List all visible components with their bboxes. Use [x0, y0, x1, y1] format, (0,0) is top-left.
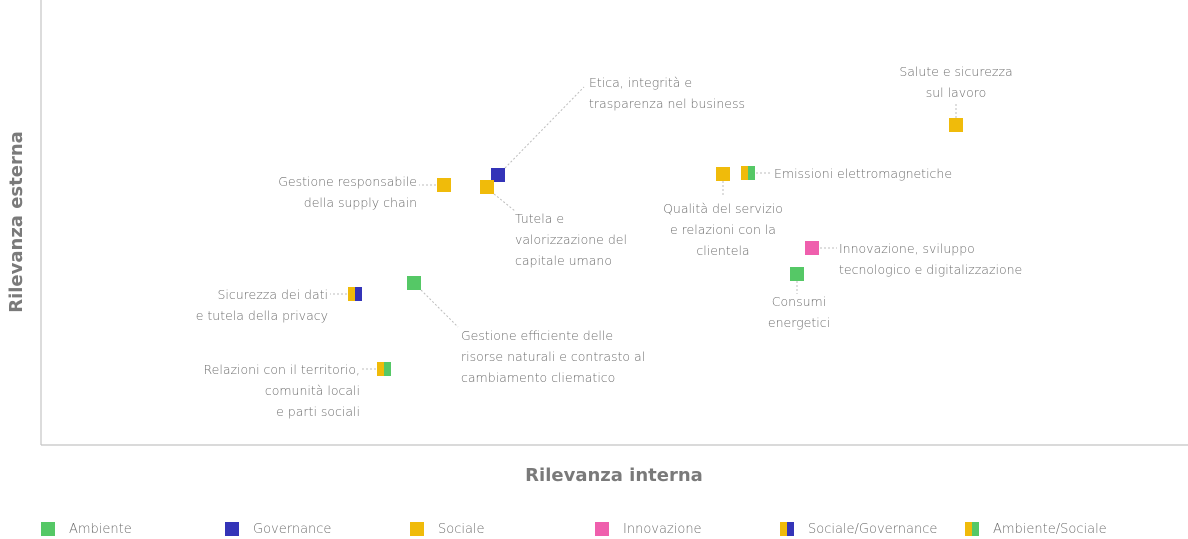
- marker-segment-sociale: [377, 362, 384, 376]
- legend-label: Governance: [253, 521, 332, 537]
- legend-label: Sociale/Governance: [808, 521, 938, 537]
- marker-segment-governance: [355, 287, 362, 301]
- label-line: sul lavoro: [926, 85, 987, 100]
- label-line: trasparenza nel business: [589, 96, 745, 111]
- label-line: clientela: [696, 243, 749, 258]
- chart-legend: Ambiente Governance Sociale Innovazione Soci…: [0, 521, 1188, 539]
- label-line: cambiamento cliematico: [461, 370, 615, 385]
- label-line: Tutela e: [515, 211, 564, 226]
- data-point-marker: [716, 167, 730, 181]
- label-line: Innovazione, sviluppo: [839, 241, 975, 256]
- label-line: e parti sociali: [276, 404, 360, 419]
- data-point-marker: [437, 178, 451, 192]
- legend-swatch: [41, 522, 55, 536]
- label-line: capitale umano: [515, 253, 612, 268]
- label-line: Consumi: [772, 294, 826, 309]
- legend-swatch: [780, 522, 794, 536]
- legend-label: Innovazione: [623, 521, 702, 537]
- data-point-label: Etica, integrità e trasparenza nel busine…: [589, 75, 745, 111]
- data-point-marker: [348, 287, 362, 301]
- leader-line: [504, 86, 585, 169]
- y-axis-title: Rilevanza esterna: [6, 131, 27, 313]
- marker-segment-innovazione: [805, 241, 819, 255]
- legend-label: Sociale: [438, 521, 485, 537]
- marker-segment-governance: [491, 168, 505, 182]
- data-point-marker: [480, 180, 494, 194]
- data-point-label: Tutela e valorizzazione del capitale umano: [515, 211, 627, 268]
- marker-segment-ambiente: [384, 362, 391, 376]
- data-point-label: Gestione responsabile della supply chain: [278, 174, 417, 210]
- data-point-marker: [407, 276, 421, 290]
- label-line: Relazioni con il territorio,: [204, 362, 360, 377]
- point-markers: [348, 118, 963, 376]
- marker-segment-sociale: [949, 118, 963, 132]
- legend-label: Ambiente/Sociale: [993, 521, 1107, 537]
- legend-swatch: [595, 522, 609, 536]
- label-line: e tutela della privacy: [196, 308, 328, 323]
- data-point-label: Salute e sicurezza sul lavoro: [899, 64, 1012, 100]
- data-point-marker: [805, 241, 819, 255]
- marker-segment-ambiente: [407, 276, 421, 290]
- marker-segment-sociale: [716, 167, 730, 181]
- legend-item: Ambiente/Sociale: [965, 521, 1107, 537]
- data-point-marker: [377, 362, 391, 376]
- label-line: Sicurezza dei dati: [217, 287, 328, 302]
- label-line: Qualità del servizio: [663, 201, 783, 216]
- label-line: energetici: [768, 315, 830, 330]
- label-line: Emissioni elettromagnetiche: [774, 166, 952, 181]
- legend-label: Ambiente: [69, 521, 132, 537]
- marker-segment-sociale: [348, 287, 355, 301]
- x-axis-title: Rilevanza interna: [525, 465, 703, 486]
- leader-line: [420, 289, 459, 328]
- leader-lines: [330, 86, 957, 370]
- data-point-marker: [790, 267, 804, 281]
- data-point-label: Innovazione, sviluppo tecnologico e digit…: [839, 241, 1022, 277]
- label-line: risorse naturali e contrasto al: [461, 349, 645, 364]
- leader-line: [493, 193, 516, 212]
- data-point-marker: [949, 118, 963, 132]
- legend-item: Innovazione: [595, 521, 702, 537]
- marker-segment-sociale: [741, 166, 748, 180]
- legend-swatch: [410, 522, 424, 536]
- data-point-label: Gestione efficiente delle risorse natural…: [461, 328, 645, 385]
- point-labels: Salute e sicurezza sul lavoro Etica, integ…: [196, 64, 1023, 419]
- data-point-label: Consumi energetici: [768, 294, 830, 330]
- label-line: valorizzazione del: [515, 232, 627, 247]
- legend-item: Sociale/Governance: [780, 521, 937, 537]
- legend-swatch: [225, 522, 239, 536]
- marker-segment-ambiente: [790, 267, 804, 281]
- legend-item: Sociale: [410, 521, 485, 537]
- label-line: Etica, integrità e: [589, 75, 692, 90]
- legend-swatch: [965, 522, 979, 536]
- materiality-matrix-chart: Rilevanza esterna Rilevanza interna Salu…: [6, 0, 1188, 486]
- label-line: Salute e sicurezza: [899, 64, 1012, 79]
- legend-item: Governance: [225, 521, 331, 537]
- data-point-label: Emissioni elettromagnetiche: [774, 166, 952, 181]
- label-line: Gestione efficiente delle: [461, 328, 613, 343]
- label-line: Gestione responsabile: [278, 174, 417, 189]
- data-point-marker: [741, 166, 755, 180]
- marker-segment-ambiente: [748, 166, 755, 180]
- label-line: tecnologico e digitalizzazione: [839, 262, 1022, 277]
- legend-item: Ambiente: [41, 521, 132, 537]
- marker-segment-sociale: [437, 178, 451, 192]
- data-point-label: Qualità del servizio e relazioni con la cl…: [663, 201, 783, 258]
- label-line: comunità locali: [265, 383, 360, 398]
- data-point-label: Relazioni con il territorio, comunità loc…: [204, 362, 360, 419]
- label-line: e relazioni con la: [670, 222, 776, 237]
- marker-segment-sociale: [480, 180, 494, 194]
- data-point-label: Sicurezza dei dati e tutela della privacy: [196, 287, 328, 323]
- label-line: della supply chain: [304, 195, 417, 210]
- data-point-marker: [491, 168, 505, 182]
